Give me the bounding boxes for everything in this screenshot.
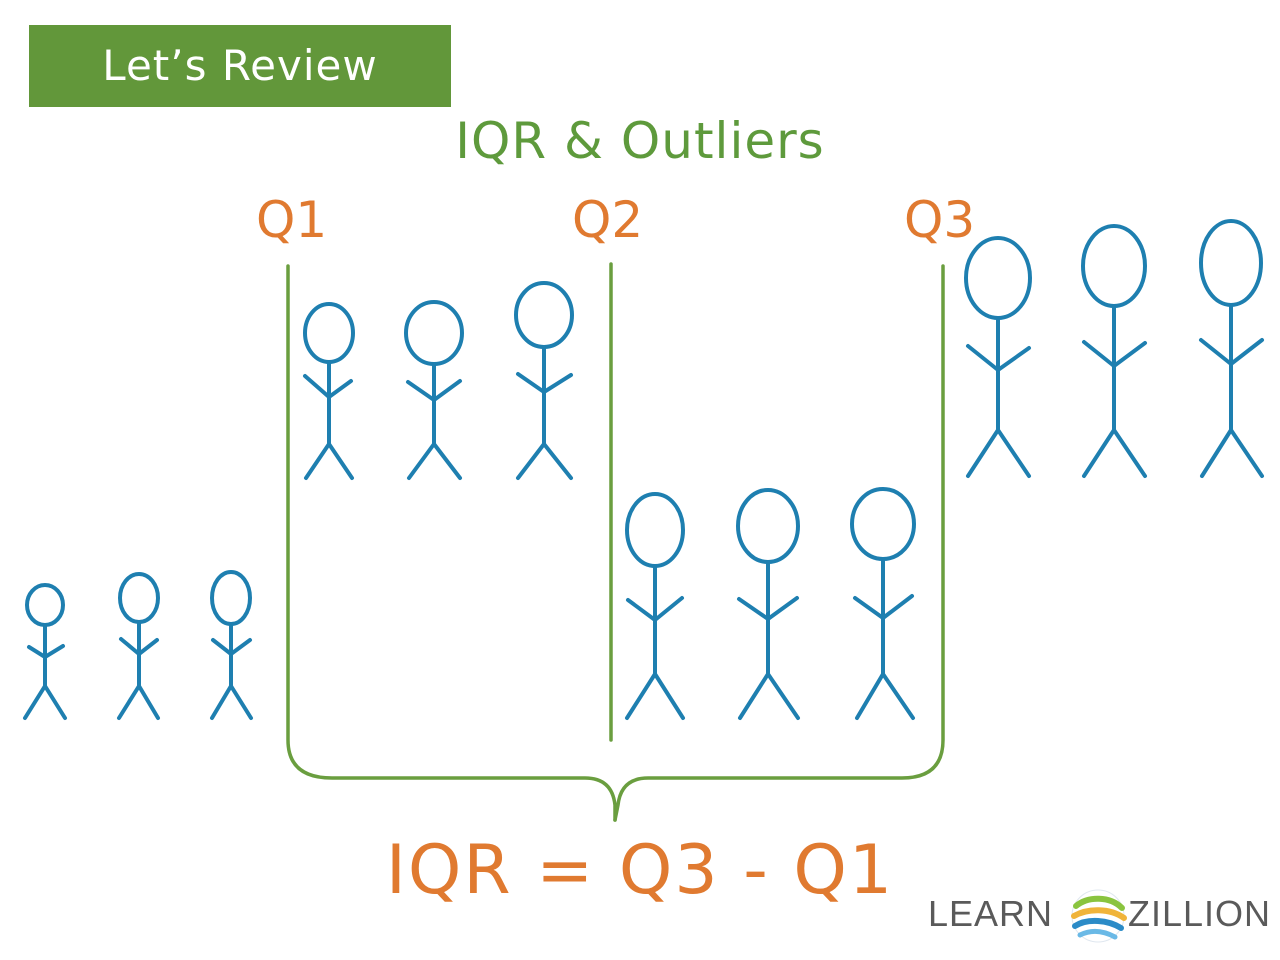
slide-title: IQR & Outliers (455, 112, 825, 170)
q1-q2-figure-1 (303, 302, 355, 480)
figure-body (853, 557, 915, 720)
figure-body (737, 560, 800, 720)
figure-body (966, 316, 1031, 478)
logo-globe-icon (1071, 889, 1127, 943)
iqr-bracket-left (286, 264, 617, 822)
figure-body (23, 623, 67, 720)
figure-body (406, 362, 462, 480)
banner-label: Let’s Review (102, 41, 378, 90)
figure-head (118, 572, 160, 624)
logo-text-right: ZILLION (1128, 893, 1272, 934)
figure-head (404, 300, 464, 366)
q2-q3-figure-1 (625, 492, 685, 720)
figure-body (1199, 303, 1264, 478)
figure-head (964, 236, 1032, 320)
figure-head (850, 487, 916, 561)
iqr-bracket-right (613, 264, 945, 822)
figure-body (210, 622, 253, 720)
figure-body (516, 345, 573, 480)
q1-q2-figure-2 (404, 300, 464, 480)
q1-label: Q1 (256, 191, 328, 249)
logo-text-left: LEARN (928, 893, 1054, 934)
outlier-low-1 (23, 583, 67, 720)
q2-label: Q2 (572, 191, 644, 249)
outlier-high-2 (1081, 224, 1147, 478)
outlier-high-3 (1199, 219, 1264, 478)
figure-head (303, 302, 355, 364)
outlier-low-3 (210, 570, 253, 720)
lets-review-banner: Let’s Review (29, 25, 451, 107)
figure-head (514, 281, 574, 349)
q2-q3-figure-3 (850, 487, 916, 720)
q1-q2-figure-3 (514, 281, 574, 480)
q2-q3-figure-2 (736, 488, 800, 720)
iqr-formula: IQR = Q3 - Q1 (385, 831, 895, 910)
q3-label: Q3 (904, 191, 976, 249)
figure-head (1081, 224, 1147, 308)
figure-head (736, 488, 800, 564)
figure-head (210, 570, 252, 626)
outlier-low-2 (117, 572, 160, 720)
figure-head (625, 492, 685, 568)
figure-body (303, 360, 354, 480)
figure-body (117, 620, 160, 720)
figure-body (1082, 304, 1147, 478)
figure-head (25, 583, 65, 627)
figure-body (625, 564, 685, 720)
figure-head (1199, 219, 1263, 307)
outlier-high-1 (964, 236, 1032, 478)
learnzillion-logo: LEARN ZILLION (928, 886, 1272, 946)
